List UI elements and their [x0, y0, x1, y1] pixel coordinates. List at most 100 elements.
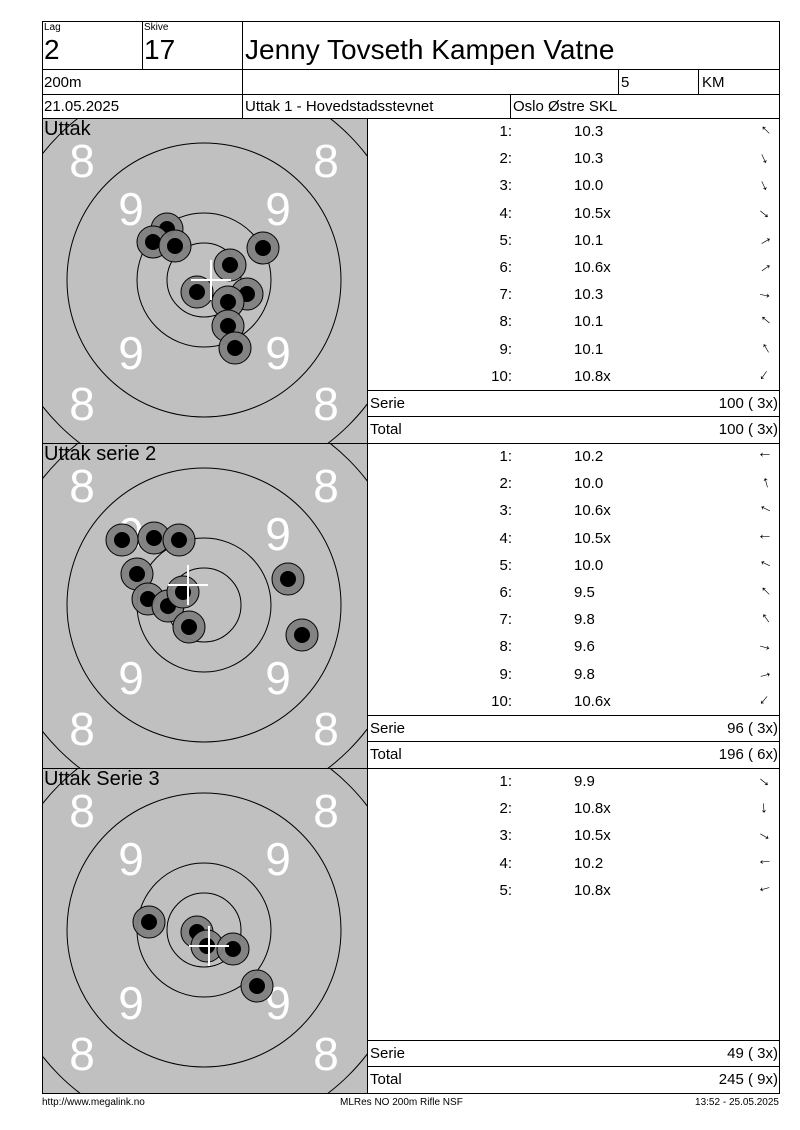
shot-row: 9: 10.1 → [368, 337, 780, 364]
lag-label: Lag [44, 22, 61, 33]
shot-hole [105, 523, 139, 557]
direction-arrow-icon: → [755, 879, 776, 901]
serie-label: Serie [370, 395, 406, 412]
ring-number: 8 [69, 785, 95, 837]
shot-score: 10.2 [574, 448, 604, 465]
shot-number: 6: [499, 584, 512, 601]
shot-number: 9: [499, 340, 512, 358]
total-row: Total 100 ( 3x) [368, 416, 780, 443]
shot-hole [166, 575, 200, 609]
shot-hole [216, 932, 250, 966]
shot-number: 1: [499, 123, 512, 140]
ring-number: 8 [69, 135, 95, 187]
shot-number: 10: [491, 692, 512, 710]
shot-score: 10.3 [574, 123, 604, 140]
shot-hole [285, 618, 319, 652]
date: 21.05.2025 [44, 98, 120, 115]
ring-number: 9 [118, 977, 144, 1029]
shot-row: 5: 10.1 → [368, 228, 780, 255]
shot-row: 9: 9.8 → [368, 662, 780, 689]
shot-number: 5: [499, 881, 512, 899]
serie-value: 100 ( 3x) [718, 395, 778, 412]
shot-score: 10.8x [574, 881, 611, 899]
shot-number: 10: [491, 367, 512, 385]
skive-value: 17 [144, 34, 176, 65]
score-list: 1: 10.2 →2: 10.0 →3: 10.6x →4: 10.5x →5:… [367, 444, 780, 768]
shot-number: 7: [499, 611, 512, 629]
shot-hole [246, 231, 280, 265]
skive-label: Skive [144, 22, 169, 33]
shot-number: 3: [499, 502, 512, 520]
shot-number: 5: [499, 556, 512, 574]
direction-arrow-icon: → [754, 174, 777, 197]
shot-hole [162, 523, 196, 557]
shot-row: 8: 9.6 → [368, 634, 780, 661]
shot-row: 1: 9.9 → [368, 769, 780, 796]
shot-number: 7: [499, 286, 512, 304]
shot-score: 10.2 [574, 854, 604, 872]
ring-number: 8 [313, 1028, 339, 1080]
direction-arrow-icon: → [754, 147, 777, 169]
footer-url[interactable]: http://www.megalink.no [42, 1097, 145, 1108]
ring-number: 9 [118, 327, 144, 379]
event: Uttak 1 - Hovedstadsstevnet [245, 98, 434, 115]
shot-number: 6: [499, 259, 512, 276]
ring-number: 9 [118, 183, 144, 235]
count-cell: 5 [618, 69, 699, 95]
shot-row: 4: 10.2 → [368, 851, 780, 878]
serie-value: 96 ( 3x) [727, 720, 778, 737]
ring-number: 9 [118, 833, 144, 885]
shot-row: 5: 10.8x → [368, 878, 780, 905]
shot-number: 2: [499, 150, 512, 168]
shot-row: 3: 10.5x → [368, 823, 780, 850]
shot-score: 10.8x [574, 367, 611, 385]
shot-row: 2: 10.3 → [368, 146, 780, 173]
direction-arrow-icon: → [753, 337, 776, 361]
ring-number: 8 [313, 703, 339, 755]
shot-number: 2: [499, 475, 512, 493]
target-ring [66, 142, 342, 418]
serie-label: Serie [370, 720, 406, 737]
direction-arrow-icon: → [753, 554, 776, 577]
shot-row: 8: 10.1 → [368, 309, 780, 336]
shot-score: 9.8 [574, 665, 595, 683]
shot-hole [132, 905, 166, 939]
serie-label: Serie [370, 1045, 406, 1062]
direction-arrow-icon: → [753, 200, 777, 224]
lag-value: 2 [44, 34, 60, 65]
shot-number: 9: [499, 665, 512, 683]
direction-arrow-icon: → [756, 799, 775, 817]
direction-arrow-icon: → [753, 768, 777, 793]
target-background [43, 444, 367, 768]
event-cell: Uttak 1 - Hovedstadsstevnet [242, 94, 511, 119]
group-center-crosshair [189, 926, 229, 966]
shot-number: 1: [499, 448, 512, 465]
shot-row: 3: 10.0 → [368, 173, 780, 200]
series-title: Uttak Serie 3 [44, 768, 160, 790]
total-value: 100 ( 3x) [718, 421, 778, 438]
group-center-crosshair [191, 260, 231, 300]
ring-number: 8 [69, 1028, 95, 1080]
shot-score: 10.6x [574, 502, 611, 520]
series-title: Uttak serie 2 [44, 443, 157, 465]
total-value: 245 ( 9x) [718, 1071, 778, 1088]
shot-score: 10.1 [574, 340, 604, 358]
shot-score: 10.0 [574, 556, 604, 574]
date-cell: 21.05.2025 [42, 94, 243, 119]
direction-arrow-icon: → [753, 255, 777, 279]
club: Oslo Østre SKL [513, 98, 618, 115]
ring-number: 9 [265, 508, 291, 560]
shot-number: 5: [499, 231, 512, 249]
shot-hole [218, 331, 252, 365]
name-cell: Jenny Tovseth Kampen Vatne [242, 21, 780, 70]
score-list: 1: 9.9 →2: 10.8x →3: 10.5x →4: 10.2 →5: … [367, 769, 780, 1093]
total-value: 196 ( 6x) [718, 746, 778, 763]
direction-arrow-icon: → [753, 608, 777, 631]
shot-hole [172, 610, 206, 644]
serie-row: Serie 96 ( 3x) [368, 715, 780, 742]
